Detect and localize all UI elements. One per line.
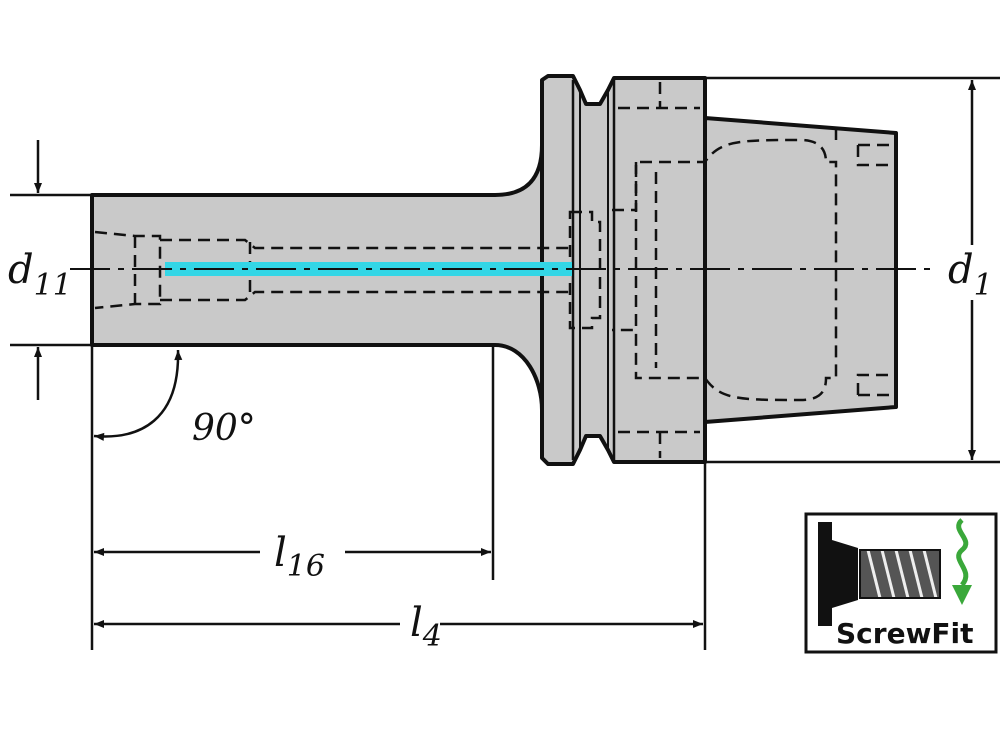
screwfit-thread-icon [859,549,941,599]
screwfit-arrow-icon [952,518,972,605]
l4-label: l4 [410,600,442,654]
bore-hidden [160,290,570,302]
screwfit-logo: ScrewFit [804,512,998,654]
l16-label: l16 [274,530,325,584]
angle-label: 90° [192,408,256,449]
l4-subscript: 4 [422,619,442,654]
d1-subscript: 1 [974,268,993,303]
l16-subscript: 16 [287,549,325,584]
d11-subscript: 11 [34,268,72,303]
d11-label: d11 [8,247,72,303]
screwfit-holder-icon [818,522,858,626]
pocket-hidden [568,210,602,330]
d1-label: d1 [948,247,993,303]
screwfit-logo-text: ScrewFit [836,617,974,650]
extension-lines [10,76,1000,650]
bore-hidden [160,238,570,250]
angle-arc [93,349,183,441]
